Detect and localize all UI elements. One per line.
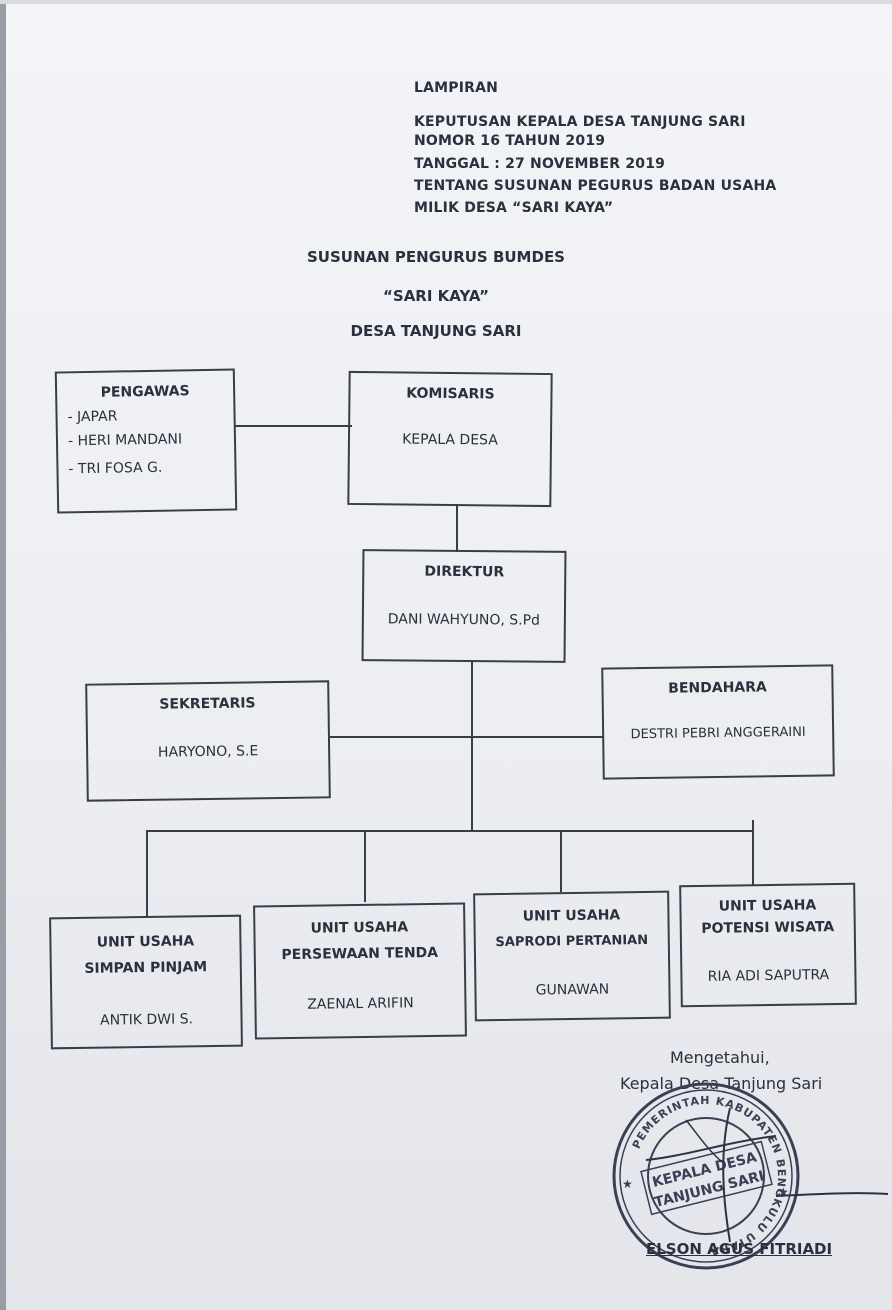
sekretaris-box: SEKRETARIS HARYONO, S.E [85, 680, 331, 802]
handwritten-signature [645, 1107, 889, 1243]
unit-label: UNIT USAHA [718, 897, 817, 915]
signatory-name: ELSON AGUS FITRIADI [646, 1240, 833, 1258]
header-line-milik-desa: MILIK DESA “SARI KAYA” [414, 200, 614, 216]
unit-potensi-wisata-box: UNIT USAHA POTENSI WISATA RIA ADI SAPUTR… [679, 882, 857, 1008]
pengawas-member: - HERI MANDANI [67, 431, 183, 450]
connector-units-bus [146, 830, 754, 832]
connector-komisaris-direktur [456, 504, 458, 552]
stamp-star-icon: ★ [622, 1177, 633, 1191]
org-chart-title: SUSUNAN PENGURUS BUMDES [307, 248, 565, 266]
unit-title: SAPRODI PERTANIAN [495, 932, 649, 951]
sekretaris-name: HARYONO, S.E [157, 743, 259, 761]
unit-head-name: GUNAWAN [535, 981, 610, 999]
unit-label: UNIT USAHA [96, 933, 195, 951]
connector-unit-4 [752, 820, 754, 886]
unit-simpan-pinjam-box: UNIT USAHA SIMPAN PINJAM ANTIK DWI S. [49, 914, 243, 1050]
direktur-box: DIREKTUR DANI WAHYUNO, S.Pd [361, 549, 567, 663]
header-line-tanggal: TANGGAL : 27 NOVEMBER 2019 [414, 156, 666, 172]
bendahara-name: DESTRI PEBRI ANGGERAINI [630, 724, 806, 743]
pengawas-box: PENGAWAS - JAPAR - HERI MANDANI - TRI FO… [54, 368, 238, 514]
unit-title: PERSEWAAN TENDA [281, 944, 439, 964]
header-line-keputusan: KEPUTUSAN KEPALA DESA TANJUNG SARI [414, 114, 746, 130]
pengawas-title: PENGAWAS [100, 383, 190, 401]
unit-saprodi-pertanian-box: UNIT USAHA SAPRODI PERTANIAN GUNAWAN [473, 890, 671, 1022]
unit-head-name: RIA ADI SAPUTRA [707, 967, 830, 985]
unit-head-name: ZAENAL ARIFIN [307, 995, 414, 1013]
connector-sekretaris-bendahara [328, 736, 604, 738]
pengawas-member: - JAPAR [67, 408, 118, 426]
connector-direktur-trunk [471, 662, 473, 832]
unit-persewaan-tenda-box: UNIT USAHA PERSEWAAN TENDA ZAENAL ARIFIN [253, 902, 467, 1040]
unit-head-name: ANTIK DWI S. [99, 1011, 194, 1029]
direktur-title: DIREKTUR [424, 563, 505, 581]
komisaris-box: KOMISARIS KEPALA DESA [347, 370, 553, 508]
komisaris-title: KOMISARIS [406, 385, 495, 403]
connector-unit-2 [364, 830, 366, 902]
komisaris-name: KEPALA DESA [402, 431, 498, 449]
official-stamp: PEMERINTAH KABUPATEN BENGKULU UTARA KEPA… [612, 1082, 800, 1270]
unit-title: SIMPAN PINJAM [84, 959, 208, 977]
connector-unit-3 [560, 830, 562, 892]
header-line-tentang: TENTANG SUSUNAN PEGURUS BADAN USAHA [414, 178, 777, 194]
signatory-position: Kepala Desa Tanjung Sari [620, 1074, 823, 1093]
header-line-nomor: NOMOR 16 TAHUN 2019 [414, 133, 606, 149]
connector-pengawas-komisaris [234, 425, 352, 427]
sekretaris-title: SEKRETARIS [159, 695, 256, 713]
org-chart-village: DESA TANJUNG SARI [350, 322, 522, 340]
unit-label: UNIT USAHA [310, 919, 409, 937]
org-chart-subtitle: “SARI KAYA” [383, 287, 489, 305]
unit-title: POTENSI WISATA [701, 919, 835, 937]
unit-label: UNIT USAHA [522, 907, 621, 925]
header-line-lampiran: LAMPIRAN [414, 80, 499, 96]
acknowledged-label: Mengetahui, [670, 1048, 770, 1067]
bendahara-box: BENDAHARA DESTRI PEBRI ANGGERAINI [601, 664, 835, 780]
document-page: LAMPIRAN KEPUTUSAN KEPALA DESA TANJUNG S… [0, 4, 892, 1310]
bendahara-title: BENDAHARA [668, 679, 767, 697]
pengawas-member: - TRI FOSA G. [68, 459, 163, 478]
direktur-name: DANI WAHYUNO, S.Pd [387, 611, 541, 629]
connector-unit-1 [146, 830, 148, 916]
stamp-star-icon: ★ [778, 1185, 789, 1199]
